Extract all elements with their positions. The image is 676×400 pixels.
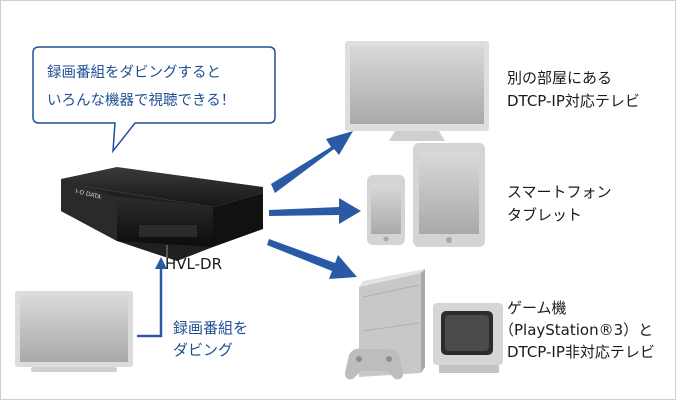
recorder-model-label: HVL-DR — [165, 255, 223, 273]
target-mobile-line-2: タブレット — [507, 206, 583, 224]
target-mobile-line-1: スマートフォン — [507, 183, 612, 201]
source-caption-line-2: ダビング — [173, 341, 234, 359]
smartphone — [367, 175, 405, 245]
target-game-line-2: （PlayStation®3）と — [499, 321, 654, 339]
bubble-line-2: いろんな機器で視聴できる！ — [47, 93, 236, 109]
bubble-line-1: 録画番組をダビングすると — [47, 65, 221, 81]
dtcp-tv — [345, 41, 489, 141]
tablet — [413, 143, 485, 247]
crt-tv — [433, 303, 503, 373]
speech-bubble — [32, 46, 276, 154]
target-game-line-3: DTCP-IP非対応テレビ — [507, 343, 655, 361]
transfer-arrow-up — [137, 257, 167, 338]
recorder-device — [61, 167, 263, 261]
target-tv-line-2: DTCP-IP対応テレビ — [507, 92, 640, 110]
source-caption-line-1: 録画番組を — [173, 319, 249, 337]
distribution-arrows — [267, 131, 361, 279]
source-tv — [15, 291, 133, 372]
game-controller — [345, 348, 403, 380]
target-game-line-1: ゲーム機 — [507, 299, 567, 317]
target-tv-line-1: 別の部屋にある — [507, 69, 613, 87]
